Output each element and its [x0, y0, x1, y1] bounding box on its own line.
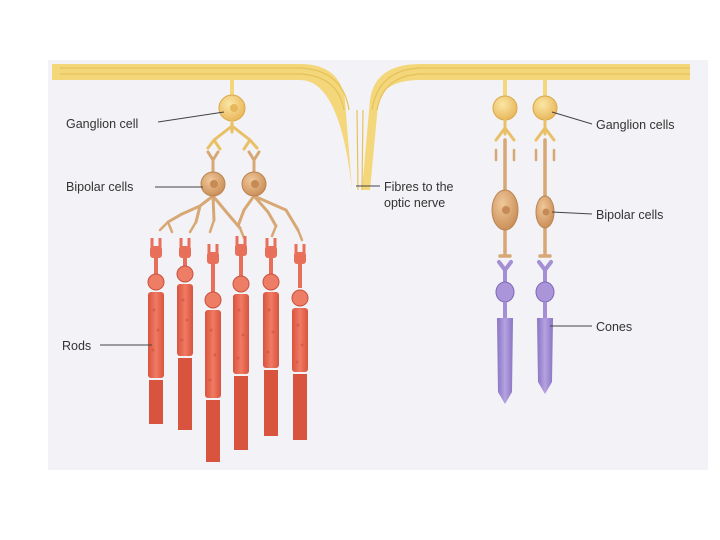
ganglion-cells-right — [492, 95, 558, 142]
bipolar-cells-right — [491, 138, 556, 258]
optic-nerve-fibres — [52, 64, 690, 190]
label-cones: Cones — [596, 320, 632, 334]
leader-lines — [100, 111, 593, 346]
label-bipolar-cells-left: Bipolar cells — [66, 180, 133, 194]
cone-1 — [495, 260, 515, 404]
bipolar-cells-left — [158, 150, 304, 242]
diagram-labels: Ganglion cell Bipolar cells Fibres to th… — [62, 117, 675, 353]
label-ganglion-cells-right: Ganglion cells — [596, 118, 675, 132]
label-bipolar-cells-right: Bipolar cells — [596, 208, 663, 222]
rod-5 — [262, 238, 280, 436]
rod-4 — [232, 236, 250, 450]
rod-2 — [176, 238, 194, 430]
cone-cells — [495, 260, 555, 404]
ganglion-cell-left — [206, 94, 259, 151]
bipolar-cell-bodies-left — [200, 171, 267, 197]
label-ganglion-cell: Ganglion cell — [66, 117, 138, 131]
rod-6 — [291, 244, 309, 440]
cone-2 — [535, 260, 555, 394]
rod-3 — [204, 244, 222, 462]
label-fibres-line2: optic nerve — [384, 196, 445, 210]
nerve-fibre-layer — [52, 64, 690, 191]
label-rods: Rods — [62, 339, 91, 353]
rod-cells — [147, 236, 309, 462]
label-fibres-line1: Fibres to the — [384, 180, 454, 194]
rod-1 — [147, 238, 165, 424]
